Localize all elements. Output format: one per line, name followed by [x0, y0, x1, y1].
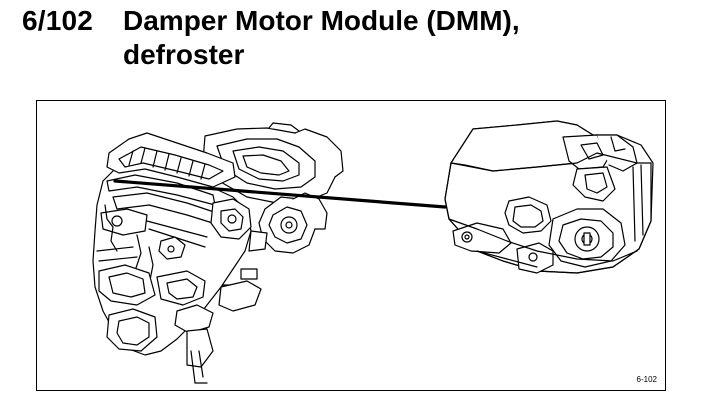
figure-code: 6-102 [636, 375, 657, 384]
damper-motor-module-illustration [444, 120, 654, 274]
figure-illustration [92, 120, 654, 384]
section-heading: 6/102 Damper Motor Module (DMM), defrost… [22, 4, 692, 76]
section-title-line-2: defroster [123, 39, 245, 70]
hvac-housing-illustration [92, 122, 344, 384]
section-number: 6/102 [22, 5, 94, 36]
figure-frame: 6-102 [36, 100, 666, 391]
leader-line [113, 179, 447, 209]
section-title-line-1: Damper Motor Module (DMM), [123, 5, 520, 36]
section-title: Damper Motor Module (DMM), defroster [123, 4, 520, 72]
